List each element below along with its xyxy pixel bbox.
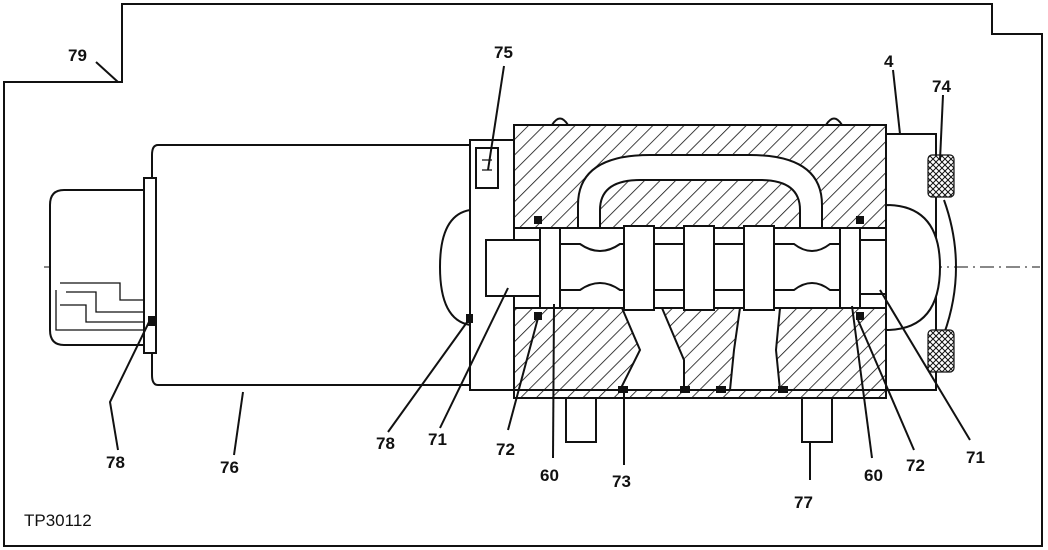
callout-75: 75 xyxy=(494,43,513,62)
callout-73: 73 xyxy=(612,472,631,491)
callout-79: 79 xyxy=(68,46,87,65)
callout-72-right: 72 xyxy=(906,456,925,475)
callout-4: 4 xyxy=(884,52,894,71)
callout-72-left: 72 xyxy=(496,440,515,459)
callout-60-left: 60 xyxy=(540,466,559,485)
callout-76: 76 xyxy=(220,458,239,477)
callout-71-right: 71 xyxy=(966,448,985,467)
callout-77: 77 xyxy=(794,493,813,512)
callout-71-left: 71 xyxy=(428,430,447,449)
manual-override-knob xyxy=(927,154,955,373)
callout-78-center: 78 xyxy=(376,434,395,453)
callout-60-right: 60 xyxy=(864,466,883,485)
figure-code: TP30112 xyxy=(24,511,92,530)
callout-78-left: 78 xyxy=(106,453,125,472)
leader-lines xyxy=(95,61,971,480)
solenoid-coil xyxy=(143,144,471,386)
port-fitting-right xyxy=(801,397,833,443)
port-fitting-left xyxy=(565,397,597,443)
callout-74: 74 xyxy=(932,77,951,96)
electrical-connector xyxy=(49,189,156,346)
frame-border xyxy=(3,3,1043,547)
valve-spool xyxy=(485,216,919,320)
